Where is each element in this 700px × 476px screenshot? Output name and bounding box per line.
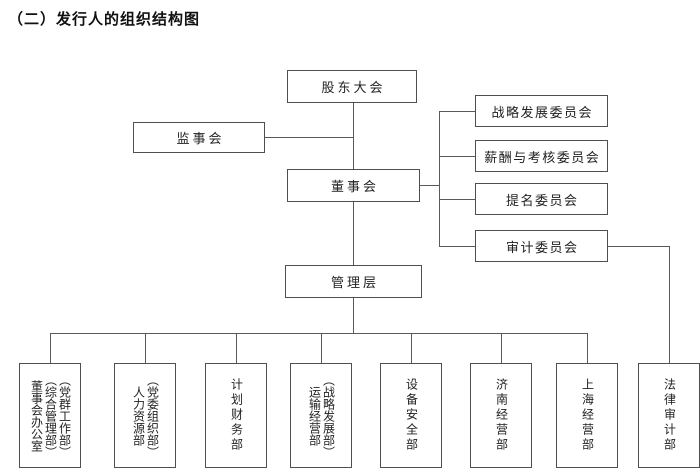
- dept-label-line: （综合管理部）: [43, 373, 58, 458]
- node-dept-human-resources: 人力资源部 （党委组织部）: [114, 363, 176, 468]
- connector-drop-planning-finance: [236, 333, 237, 363]
- node-dept-planning-finance: 计划财务部: [205, 363, 267, 468]
- connector-board-to-management: [353, 202, 354, 265]
- connector-audit-to-legal-v: [669, 246, 670, 363]
- committee-label: 提名委员会: [505, 192, 579, 208]
- connector-management-to-trunk: [353, 298, 354, 333]
- node-shareholders-meeting: 股东大会: [287, 70, 417, 103]
- node-board-of-directors-label: 董事会: [330, 179, 379, 194]
- committee-label: 战略发展委员会: [491, 104, 593, 120]
- connector-branch-audit: [439, 246, 475, 247]
- node-committee-remuneration-appraisal: 薪酬与考核委员会: [475, 140, 608, 172]
- dept-label-line: （党委组织部）: [145, 373, 160, 458]
- connector-shareholders-to-board: [353, 103, 354, 169]
- node-supervisory-board: 监事会: [133, 122, 265, 153]
- node-board-of-directors: 董事会: [287, 169, 420, 202]
- connector-committee-trunk: [439, 111, 440, 247]
- committee-label: 薪酬与考核委员会: [484, 149, 601, 165]
- dept-label-line: 法律审计部: [662, 378, 677, 453]
- connector-drop-board-office: [50, 333, 51, 363]
- connector-board-to-committee-trunk: [420, 185, 440, 186]
- connector-drop-transport: [321, 333, 322, 363]
- connector-branch-nomination: [439, 199, 475, 200]
- connector-audit-to-legal-h: [608, 246, 669, 247]
- connector-drop-equipment-safety: [411, 333, 412, 363]
- dept-label-line: 设备安全部: [404, 378, 419, 453]
- node-supervisory-board-label: 监事会: [176, 131, 225, 146]
- dept-label-line: 董事会办公室: [29, 379, 44, 452]
- committee-label: 审计委员会: [505, 239, 579, 255]
- node-dept-legal-audit: 法律审计部: [638, 363, 700, 468]
- dept-label-line: （党群工作部）: [57, 373, 72, 458]
- node-committee-nomination: 提名委员会: [475, 183, 608, 215]
- node-dept-shanghai-operations: 上海经营部: [556, 363, 618, 468]
- node-committee-strategy-development: 战略发展委员会: [475, 95, 608, 127]
- page-title: （二）发行人的组织结构图: [8, 11, 201, 28]
- node-shareholders-meeting-label: 股东大会: [321, 80, 386, 95]
- connector-drop-jinan: [501, 333, 502, 363]
- connector-branch-remuneration: [439, 156, 475, 157]
- node-dept-transport-operations: 运输经营部 （战略发展部）: [290, 363, 352, 468]
- node-dept-board-office: 董事会办公室 （综合管理部） （党群工作部）: [19, 363, 81, 468]
- dept-label-line: 运输经营部: [307, 385, 322, 446]
- dept-label-line: （战略发展部）: [321, 373, 336, 458]
- node-management: 管理层: [285, 265, 422, 298]
- dept-label-line: 上海经营部: [580, 378, 595, 453]
- node-dept-equipment-safety: 设备安全部: [380, 363, 442, 468]
- node-management-label: 管理层: [330, 275, 379, 290]
- dept-label-line: 人力资源部: [131, 385, 146, 446]
- node-dept-jinan-operations: 济南经营部: [470, 363, 532, 468]
- node-committee-audit: 审计委员会: [475, 230, 608, 262]
- dept-label-line: 计划财务部: [229, 378, 244, 453]
- connector-drop-shanghai: [587, 333, 588, 363]
- connector-drop-human-resources: [145, 333, 146, 363]
- dept-label-line: 济南经营部: [494, 378, 509, 453]
- connector-branch-strategy: [439, 111, 475, 112]
- connector-department-trunk: [50, 333, 588, 334]
- connector-supervisory-to-trunk: [265, 137, 353, 138]
